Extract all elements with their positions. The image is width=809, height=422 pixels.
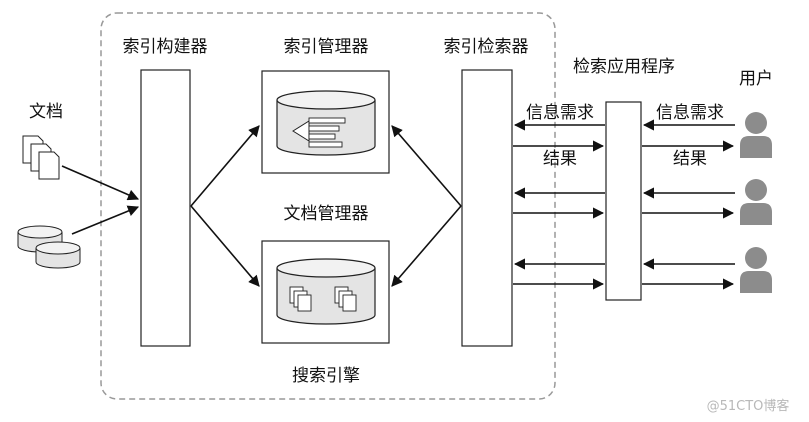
users-label: 用户 (739, 69, 773, 89)
arrow-searcher-to-document-manager (391, 205, 462, 287)
document-database-icon (276, 258, 376, 325)
request-label-left: 信息需求 (526, 103, 594, 123)
index-searcher-label: 索引检索器 (444, 37, 529, 57)
arrow-docs-to-builder (61, 165, 140, 201)
documents-database-icon (17, 225, 81, 269)
documents-stack-icon (22, 135, 60, 180)
user-icon (740, 247, 772, 293)
search-app-label: 检索应用程序 (573, 57, 675, 77)
arrow-db-to-builder (71, 205, 140, 235)
search-engine-title: 搜索引擎 (292, 366, 360, 386)
arrow-searcher-to-index-manager (391, 125, 462, 207)
search-app-box (605, 101, 642, 301)
search-engine-boundary (100, 12, 556, 400)
documents-label: 文档 (29, 102, 63, 122)
arrow-builder-to-document-manager (190, 205, 260, 287)
watermark: @51CTO博客 (707, 398, 790, 414)
user-icon (740, 112, 772, 158)
result-label-right: 结果 (673, 149, 707, 169)
index-manager-label: 索引管理器 (284, 37, 369, 57)
document-stack-icon (289, 286, 312, 312)
request-label-right: 信息需求 (656, 103, 724, 123)
index-searcher-box (461, 69, 513, 347)
document-stack-icon (334, 286, 357, 312)
index-builder-label: 索引构建器 (123, 37, 208, 57)
result-label-left: 结果 (543, 149, 577, 169)
index-database-icon (276, 90, 376, 156)
user-icon (740, 179, 772, 225)
index-builder-box (140, 69, 191, 347)
arrow-builder-to-index-manager (190, 125, 260, 207)
document-manager-label: 文档管理器 (284, 204, 369, 224)
